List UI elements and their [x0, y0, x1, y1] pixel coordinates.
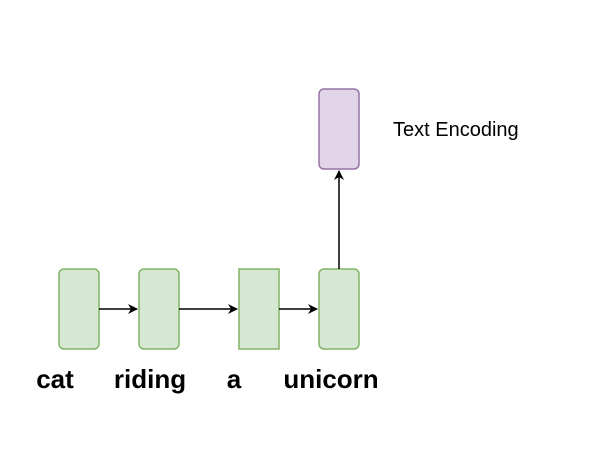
- token-label-a: a: [227, 364, 242, 394]
- rnn-cell-unicorn: [318, 268, 360, 350]
- rnn-cell-cat: [58, 268, 100, 350]
- rnn-cell-riding: [138, 268, 180, 350]
- text-encoding-label: Text Encoding: [393, 119, 519, 141]
- token-label-riding: riding: [114, 364, 186, 394]
- token-label-cat: cat: [36, 364, 74, 394]
- token-label-unicorn: unicorn: [283, 364, 378, 394]
- text-encoding-cell: [318, 88, 360, 170]
- rnn-cell-a: [238, 268, 280, 350]
